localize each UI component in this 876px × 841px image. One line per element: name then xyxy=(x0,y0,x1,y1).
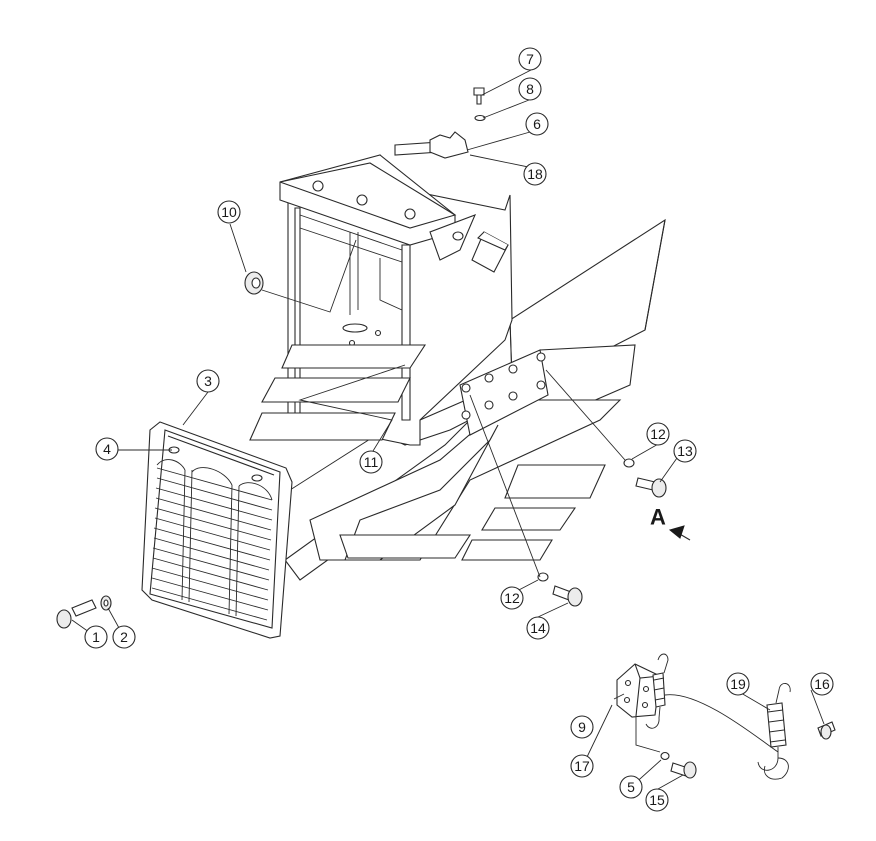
washer-part-5 xyxy=(660,751,670,761)
front-grille xyxy=(141,421,293,639)
callout-14-label: 14 xyxy=(530,620,546,636)
bolt-part-13 xyxy=(635,477,667,498)
callout-18: 18 xyxy=(523,162,547,186)
callout-16-label: 16 xyxy=(814,676,830,692)
callout-2-label: 2 xyxy=(120,629,128,645)
callout-3: 3 xyxy=(196,369,220,393)
callout-12-lower-label: 12 xyxy=(504,590,520,606)
callout-14: 14 xyxy=(526,616,550,640)
callout-11: 11 xyxy=(359,450,383,474)
spring-hook-small xyxy=(645,653,669,729)
callout-1: 1 xyxy=(84,625,108,649)
callout-7: 7 xyxy=(518,47,542,71)
callout-12-upper: 12 xyxy=(646,422,670,446)
washer-part-8 xyxy=(474,114,486,122)
callout-19-label: 19 xyxy=(730,676,746,692)
callout-12-upper-label: 12 xyxy=(650,426,666,442)
callout-13-label: 13 xyxy=(677,443,693,459)
washer-part-12-upper xyxy=(623,458,635,468)
callout-18-label: 18 xyxy=(527,166,543,182)
bolt-part-16 xyxy=(817,721,836,740)
callout-12-lower: 12 xyxy=(500,586,524,610)
view-a-arrow xyxy=(668,525,691,541)
callout-4: 4 xyxy=(95,437,119,461)
callout-8-label: 8 xyxy=(526,81,534,97)
callout-13: 13 xyxy=(673,439,697,463)
callout-8: 8 xyxy=(518,77,542,101)
callout-10: 10 xyxy=(217,200,241,224)
side-cover-panel xyxy=(284,218,666,581)
callout-1-label: 1 xyxy=(92,629,100,645)
spring-part-19 xyxy=(757,683,791,780)
callout-15: 15 xyxy=(645,788,669,812)
callout-7-label: 7 xyxy=(526,51,534,67)
callout-17: 17 xyxy=(570,754,594,778)
washer-part-2 xyxy=(100,595,112,611)
bolt-part-1 xyxy=(56,599,97,629)
callout-3-label: 3 xyxy=(204,373,212,389)
callout-15-label: 15 xyxy=(649,792,665,808)
bolt-part-15 xyxy=(670,761,697,779)
callout-5: 5 xyxy=(619,775,643,799)
callout-2: 2 xyxy=(112,625,136,649)
callout-6: 6 xyxy=(525,112,549,136)
panel-bracket xyxy=(459,349,549,436)
callout-6-label: 6 xyxy=(533,116,541,132)
clip-part-6 xyxy=(394,131,469,159)
callout-10-label: 10 xyxy=(221,204,237,220)
callout-5-label: 5 xyxy=(627,779,635,795)
callout-17-label: 17 xyxy=(574,758,590,774)
callout-11-label: 11 xyxy=(364,454,379,470)
latch-plate-part-9 xyxy=(616,663,661,718)
view-a-label: A xyxy=(650,505,666,530)
panel-slots xyxy=(339,464,606,561)
bolt-part-14 xyxy=(552,585,583,607)
callout-16: 16 xyxy=(810,672,834,696)
callout-9-label: 9 xyxy=(578,719,586,735)
callout-9: 9 xyxy=(570,715,594,739)
screw-part-7 xyxy=(473,87,485,105)
callout-4-label: 4 xyxy=(103,441,111,457)
washer-part-12-lower xyxy=(537,572,549,582)
support-frame xyxy=(279,154,513,446)
spacer-part-10 xyxy=(244,271,264,295)
callout-19: 19 xyxy=(726,672,750,696)
